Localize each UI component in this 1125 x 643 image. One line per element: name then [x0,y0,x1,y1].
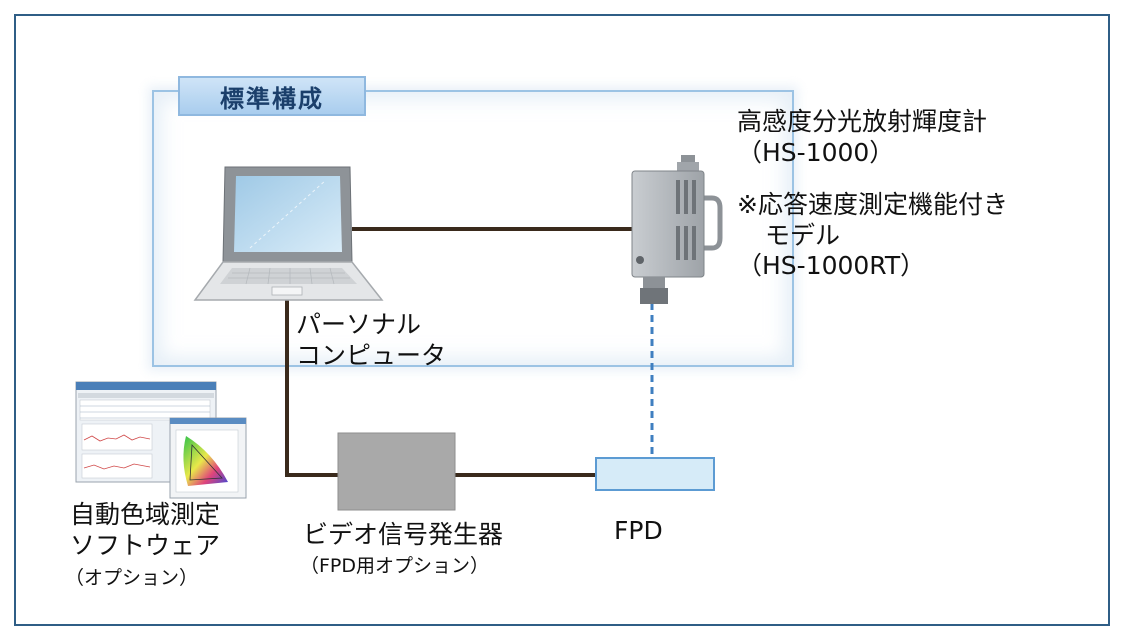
spectroradiometer-label: 高感度分光放射輝度計 （HS-1000） ※応答速度測定機能付き モデル （HS… [737,107,1008,282]
cables [285,227,654,477]
meter-note: ※応答速度測定機能付き [737,190,1008,219]
fpd-label: FPD [614,516,663,545]
spectroradiometer-icon [631,155,723,304]
outer-frame [14,14,1110,626]
standard-configuration-label: 標準構成 [178,76,366,116]
video-generator-box [337,432,456,511]
software-screenshot-icon [75,381,247,499]
software-label: 自動色域測定 ソフトウェア [70,500,220,561]
pc-label: パーソナル コンピュータ [296,310,446,371]
meter-note-line2: モデル [765,220,841,250]
software-label-line2: ソフトウェア [70,530,221,560]
fpd-box [595,457,715,491]
laptop-icon [193,166,384,301]
standard-configuration-box [152,90,794,367]
video-generator-label: ビデオ信号発生器 [303,520,504,549]
pc-label-line1: パーソナル [296,310,422,339]
video-generator-sublabel: （FPD用オプション） [300,555,490,577]
meter-model: （HS-1000） [737,137,895,167]
software-label-line1: 自動色域測定 [70,500,221,529]
software-sublabel: （オプション） [65,567,199,589]
meter-rt-model: （HS-1000RT） [737,251,926,280]
pc-label-line2: コンピュータ [296,340,447,370]
meter-name: 高感度分光放射輝度計 [737,107,988,136]
